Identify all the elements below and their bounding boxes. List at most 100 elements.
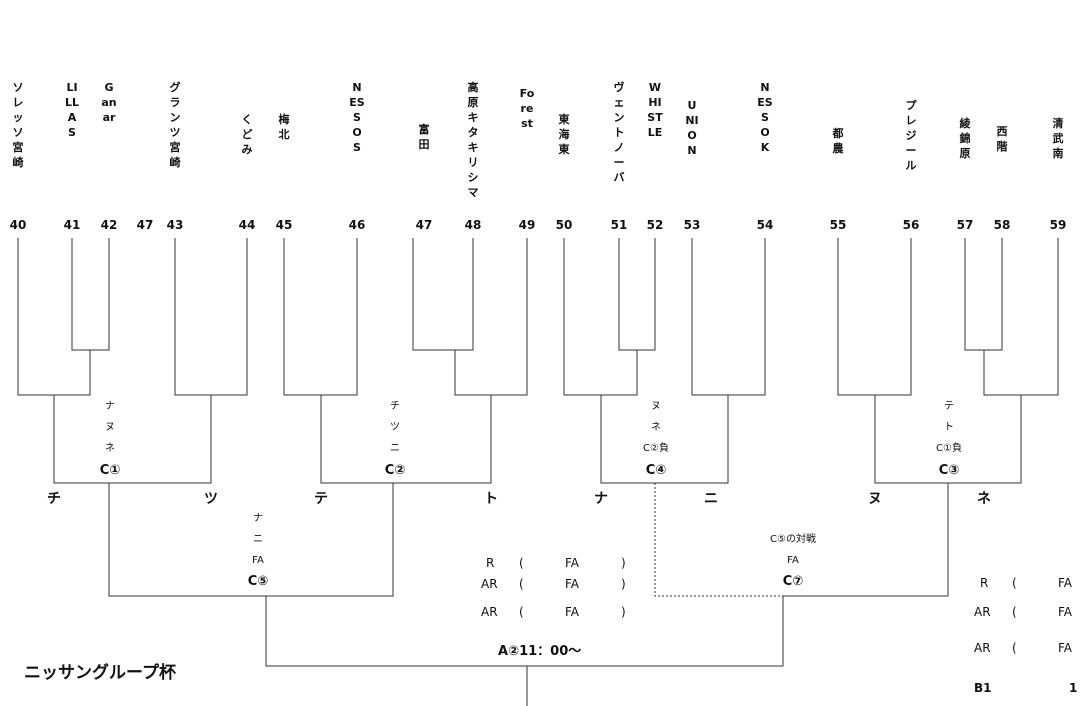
pair-57-58	[964, 238, 1003, 351]
team-number: 42	[100, 218, 118, 232]
team-number: 57	[956, 218, 974, 232]
team-number: 58	[993, 218, 1011, 232]
team-47: 富田	[418, 123, 430, 151]
pair-55-56	[837, 238, 912, 396]
note: ネ	[105, 443, 115, 454]
team-number: 41	[63, 218, 81, 232]
referee-open: (	[1012, 641, 1017, 655]
pair-50	[563, 238, 638, 396]
match-c2-notes: チ ツ ニ	[365, 396, 425, 459]
team-number: 50	[555, 218, 573, 232]
note: FA	[787, 555, 799, 566]
referee-value: FA	[565, 605, 580, 619]
c7-bracket	[783, 483, 949, 597]
match-c5-label: C⑤	[247, 574, 269, 589]
match-c7-label: C⑦	[782, 574, 804, 589]
slot-label: テ	[314, 491, 328, 507]
team-56: プレジール	[905, 99, 917, 172]
final-bracket	[265, 596, 784, 667]
team-number: 55	[829, 218, 847, 232]
c5-bracket	[108, 483, 394, 597]
team-number: 43	[166, 218, 184, 232]
referee-open: (	[1012, 605, 1017, 619]
team-43: グランツ宮崎	[169, 81, 181, 169]
note: C①負	[936, 443, 962, 454]
referee-open: (	[519, 556, 524, 570]
match-c3-notes: テ ト C①負	[919, 396, 979, 459]
team-46: NESSO S	[349, 81, 365, 154]
page-title: ニッサングループ杯	[24, 663, 176, 683]
team-55: 都農	[832, 127, 844, 155]
pair-59	[983, 238, 1059, 396]
slot-label: チ	[47, 491, 61, 507]
team-number: 44	[238, 218, 256, 232]
note: C⑤の対戦	[770, 534, 816, 545]
c2-bracket	[320, 395, 492, 484]
team-57: 綾錦原	[959, 117, 971, 160]
note: テ	[944, 401, 954, 412]
referee-close: )	[621, 577, 626, 591]
note: ト	[944, 422, 954, 433]
team-51: ヴェントノーバ	[613, 81, 625, 184]
team-number: 59	[1049, 218, 1067, 232]
c1-bracket	[53, 395, 212, 484]
team-53: UNION	[685, 99, 699, 157]
referee-row: R	[486, 556, 494, 570]
team-number: 53	[683, 218, 701, 232]
match-c1-label: C①	[99, 463, 121, 478]
team-49: Forest	[519, 87, 535, 130]
team-number: 48	[464, 218, 482, 232]
team-54: NESSO K	[757, 81, 773, 154]
referee-role: AR	[481, 605, 498, 619]
match-c7-notes: C⑤の対戦 FA	[748, 529, 838, 571]
final-label: A②11：00〜	[498, 644, 582, 659]
team-number: 56	[902, 218, 920, 232]
match-c1-notes: ナ ヌ ネ	[80, 396, 140, 459]
team-50: 東海東	[558, 113, 570, 156]
note: ヌ	[651, 401, 661, 412]
team-45: 梅北	[278, 113, 290, 141]
team-41: LILLAS	[64, 81, 80, 139]
slot-label: ナ	[594, 491, 608, 507]
team-number: 52	[646, 218, 664, 232]
team-number: 46	[348, 218, 366, 232]
c7-left	[654, 483, 783, 597]
team-58: 西階	[996, 125, 1008, 153]
slot-label: ニ	[704, 491, 718, 507]
note: ネ	[651, 422, 661, 433]
referee-close: )	[621, 605, 626, 619]
slot-label: ト	[484, 491, 498, 507]
match-c4-label: C④	[645, 463, 667, 478]
team-number: 54	[756, 218, 774, 232]
referee-value: FA	[565, 577, 580, 591]
referee-role: R	[486, 556, 495, 570]
note: ニ	[253, 534, 263, 545]
pair-40-41	[17, 238, 91, 396]
note: ツ	[390, 422, 400, 433]
pair-47-48	[412, 238, 474, 351]
pair-43-44	[174, 238, 248, 396]
c4-bracket	[600, 395, 729, 484]
note: ナ	[253, 513, 263, 524]
note: チ	[390, 401, 400, 412]
team-number: 45	[275, 218, 293, 232]
pair-41-42	[71, 238, 110, 351]
team-52: WHISTLE	[647, 81, 663, 139]
note: FA	[252, 555, 264, 566]
bottom-right-left: B1	[974, 681, 992, 695]
referee-role: R	[980, 576, 989, 590]
match-c2-label: C②	[384, 463, 406, 478]
team-59: 清武南	[1052, 117, 1064, 160]
pair-49	[454, 238, 528, 396]
slot-label: ツ	[204, 491, 218, 507]
referee-value: FA	[1058, 605, 1073, 619]
referee-role: AR	[974, 605, 991, 619]
referee-role: AR	[481, 577, 498, 591]
referee-value: FA	[1058, 641, 1073, 655]
match-c4-notes: ヌ ネ C②負	[626, 396, 686, 459]
referee-close: )	[621, 556, 626, 570]
slot-label: ヌ	[868, 491, 882, 507]
team-42: Ganar	[101, 81, 117, 124]
